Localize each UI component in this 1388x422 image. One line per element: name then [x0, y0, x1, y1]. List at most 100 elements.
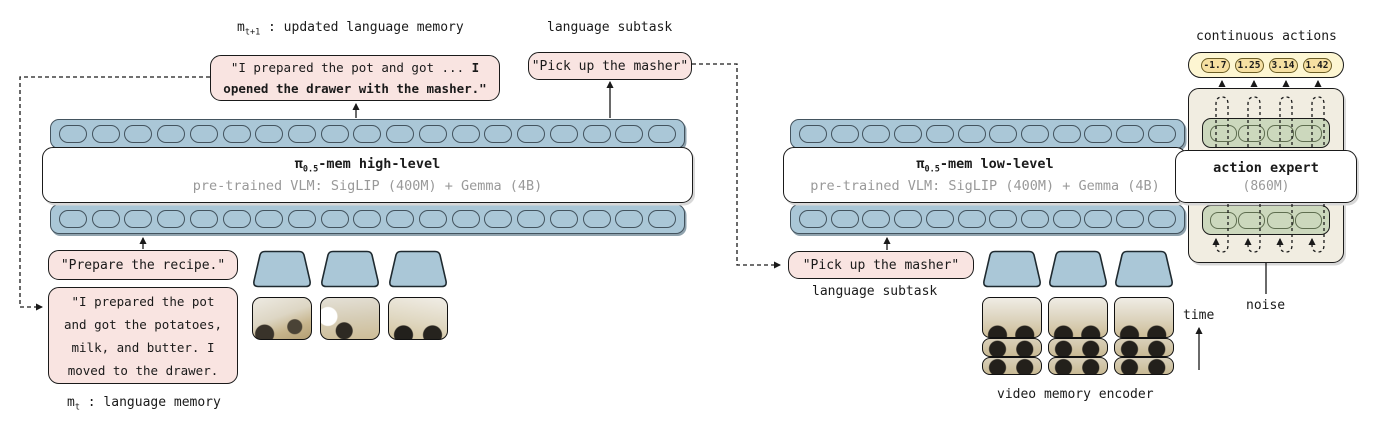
token-pill: [59, 125, 87, 143]
token-pill: [484, 125, 513, 143]
token-pill: [582, 210, 611, 228]
token-pill: [989, 210, 1018, 228]
token-pill: [925, 125, 954, 143]
token-pill: [862, 125, 891, 143]
token-pill: [647, 125, 676, 143]
token-pill: [386, 125, 415, 143]
action-token-pill: [1266, 211, 1294, 229]
token-pill: [484, 210, 513, 228]
token-pill: [582, 125, 611, 143]
subtask-box-high: "Pick up the masher": [528, 52, 692, 80]
subtask-label-low: language subtask: [812, 284, 938, 299]
token-pill: [255, 125, 284, 143]
camera-observations-high: [252, 297, 448, 340]
token-pill: [91, 210, 120, 228]
video-frame: [1114, 356, 1174, 375]
vision-encoder-trapezoid: [1049, 250, 1107, 288]
token-pill: [157, 125, 186, 143]
camera-image: [320, 297, 380, 340]
token-pill: [894, 210, 923, 228]
token-pill: [517, 125, 546, 143]
subtask-box-low: "Pick up the masher": [788, 251, 974, 279]
token-pill: [1084, 125, 1113, 143]
token-pill: [1116, 210, 1145, 228]
vision-encoder-trapezoid: [389, 250, 447, 288]
subtask-dashed-connector: [692, 63, 782, 269]
video-frame: [1114, 297, 1174, 338]
memory-line: and got the potatoes,: [63, 316, 223, 332]
updated-memory-line2: opened the drawer with the masher.": [223, 81, 487, 96]
action-value-pill: -1.7: [1200, 57, 1230, 73]
token-pill: [320, 125, 349, 143]
token-pill: [1084, 210, 1113, 228]
video-frame: [982, 297, 1042, 338]
vision-encoder-trapezoid: [1115, 250, 1173, 288]
token-pill: [353, 210, 382, 228]
vision-encoder-trapezoid: [253, 250, 311, 288]
token-pill: [418, 125, 447, 143]
token-pill: [894, 125, 923, 143]
action-token-pill: [1210, 124, 1237, 142]
token-pill: [862, 210, 891, 228]
token-pill: [957, 210, 986, 228]
token-pill: [451, 125, 480, 143]
memory-line: moved to the drawer.: [67, 362, 219, 378]
action-expert-size: (860M): [1242, 178, 1290, 194]
high-level-model-box: π0.5-mem high-level pre-trained VLM: Sig…: [42, 147, 693, 203]
token-pill: [288, 210, 317, 228]
token-pill: [222, 210, 251, 228]
token-pill: [957, 125, 986, 143]
token-pill: [1147, 125, 1176, 143]
token-pill: [830, 210, 859, 228]
vision-encoder-trapezoid: [983, 250, 1041, 288]
token-pill: [320, 210, 349, 228]
token-pill: [1021, 125, 1050, 143]
video-frame: [1048, 297, 1108, 338]
action-token-row-bottom: [1202, 205, 1330, 235]
image-encoders-high: [252, 250, 448, 288]
low-level-model-box: π0.5-mem low-level pre-trained VLM: SigL…: [783, 147, 1187, 203]
token-pill: [288, 125, 317, 143]
memory-var-subscript: t+1: [244, 27, 261, 38]
token-pill: [255, 210, 284, 228]
action-token-pill: [1238, 124, 1266, 142]
updated-memory-label: mt+1 : updated language memory: [237, 20, 464, 38]
camera-image: [388, 297, 448, 340]
action-expert-title: action expert: [1213, 159, 1319, 176]
token-pill: [451, 210, 480, 228]
action-value-pill: 1.42: [1302, 57, 1332, 73]
video-encoder-label: video memory encoder: [997, 387, 1154, 402]
video-frame-stack: [1114, 297, 1174, 375]
video-frame-stack: [982, 297, 1042, 375]
low-level-model-title: π0.5-mem low-level: [916, 156, 1054, 175]
token-pill: [124, 125, 153, 143]
action-token-pill: [1266, 124, 1294, 142]
token-pill: [615, 125, 644, 143]
action-token-pill: [1238, 211, 1266, 229]
continuous-actions-label: continuous actions: [1196, 29, 1337, 44]
action-value-pill: 3.14: [1268, 57, 1298, 73]
token-pill: [830, 125, 859, 143]
token-pill: [157, 210, 186, 228]
token-pill: [222, 125, 251, 143]
video-frame-stack: [1048, 297, 1108, 375]
token-pill: [91, 125, 120, 143]
token-pill: [549, 125, 578, 143]
token-row-low-bottom: [790, 204, 1185, 234]
token-pill: [549, 210, 578, 228]
video-frame: [1048, 338, 1108, 357]
vision-encoder-trapezoid: [321, 250, 379, 288]
low-level-model-subtitle: pre-trained VLM: SigLIP (400M) + Gemma (…: [810, 177, 1160, 194]
updated-memory-box: "I prepared the pot and got ... I opened…: [210, 55, 500, 101]
token-pill: [989, 125, 1018, 143]
memory-var: m: [237, 20, 245, 35]
token-row-low-top: [790, 119, 1185, 149]
video-frame: [982, 356, 1042, 375]
action-token-pill: [1210, 211, 1237, 229]
language-memory-label: mt : language memory: [67, 395, 221, 413]
action-token-pill: [1294, 124, 1322, 142]
subtask-label-high: language subtask: [547, 20, 673, 35]
memory-label-text: : updated language memory: [260, 20, 464, 35]
